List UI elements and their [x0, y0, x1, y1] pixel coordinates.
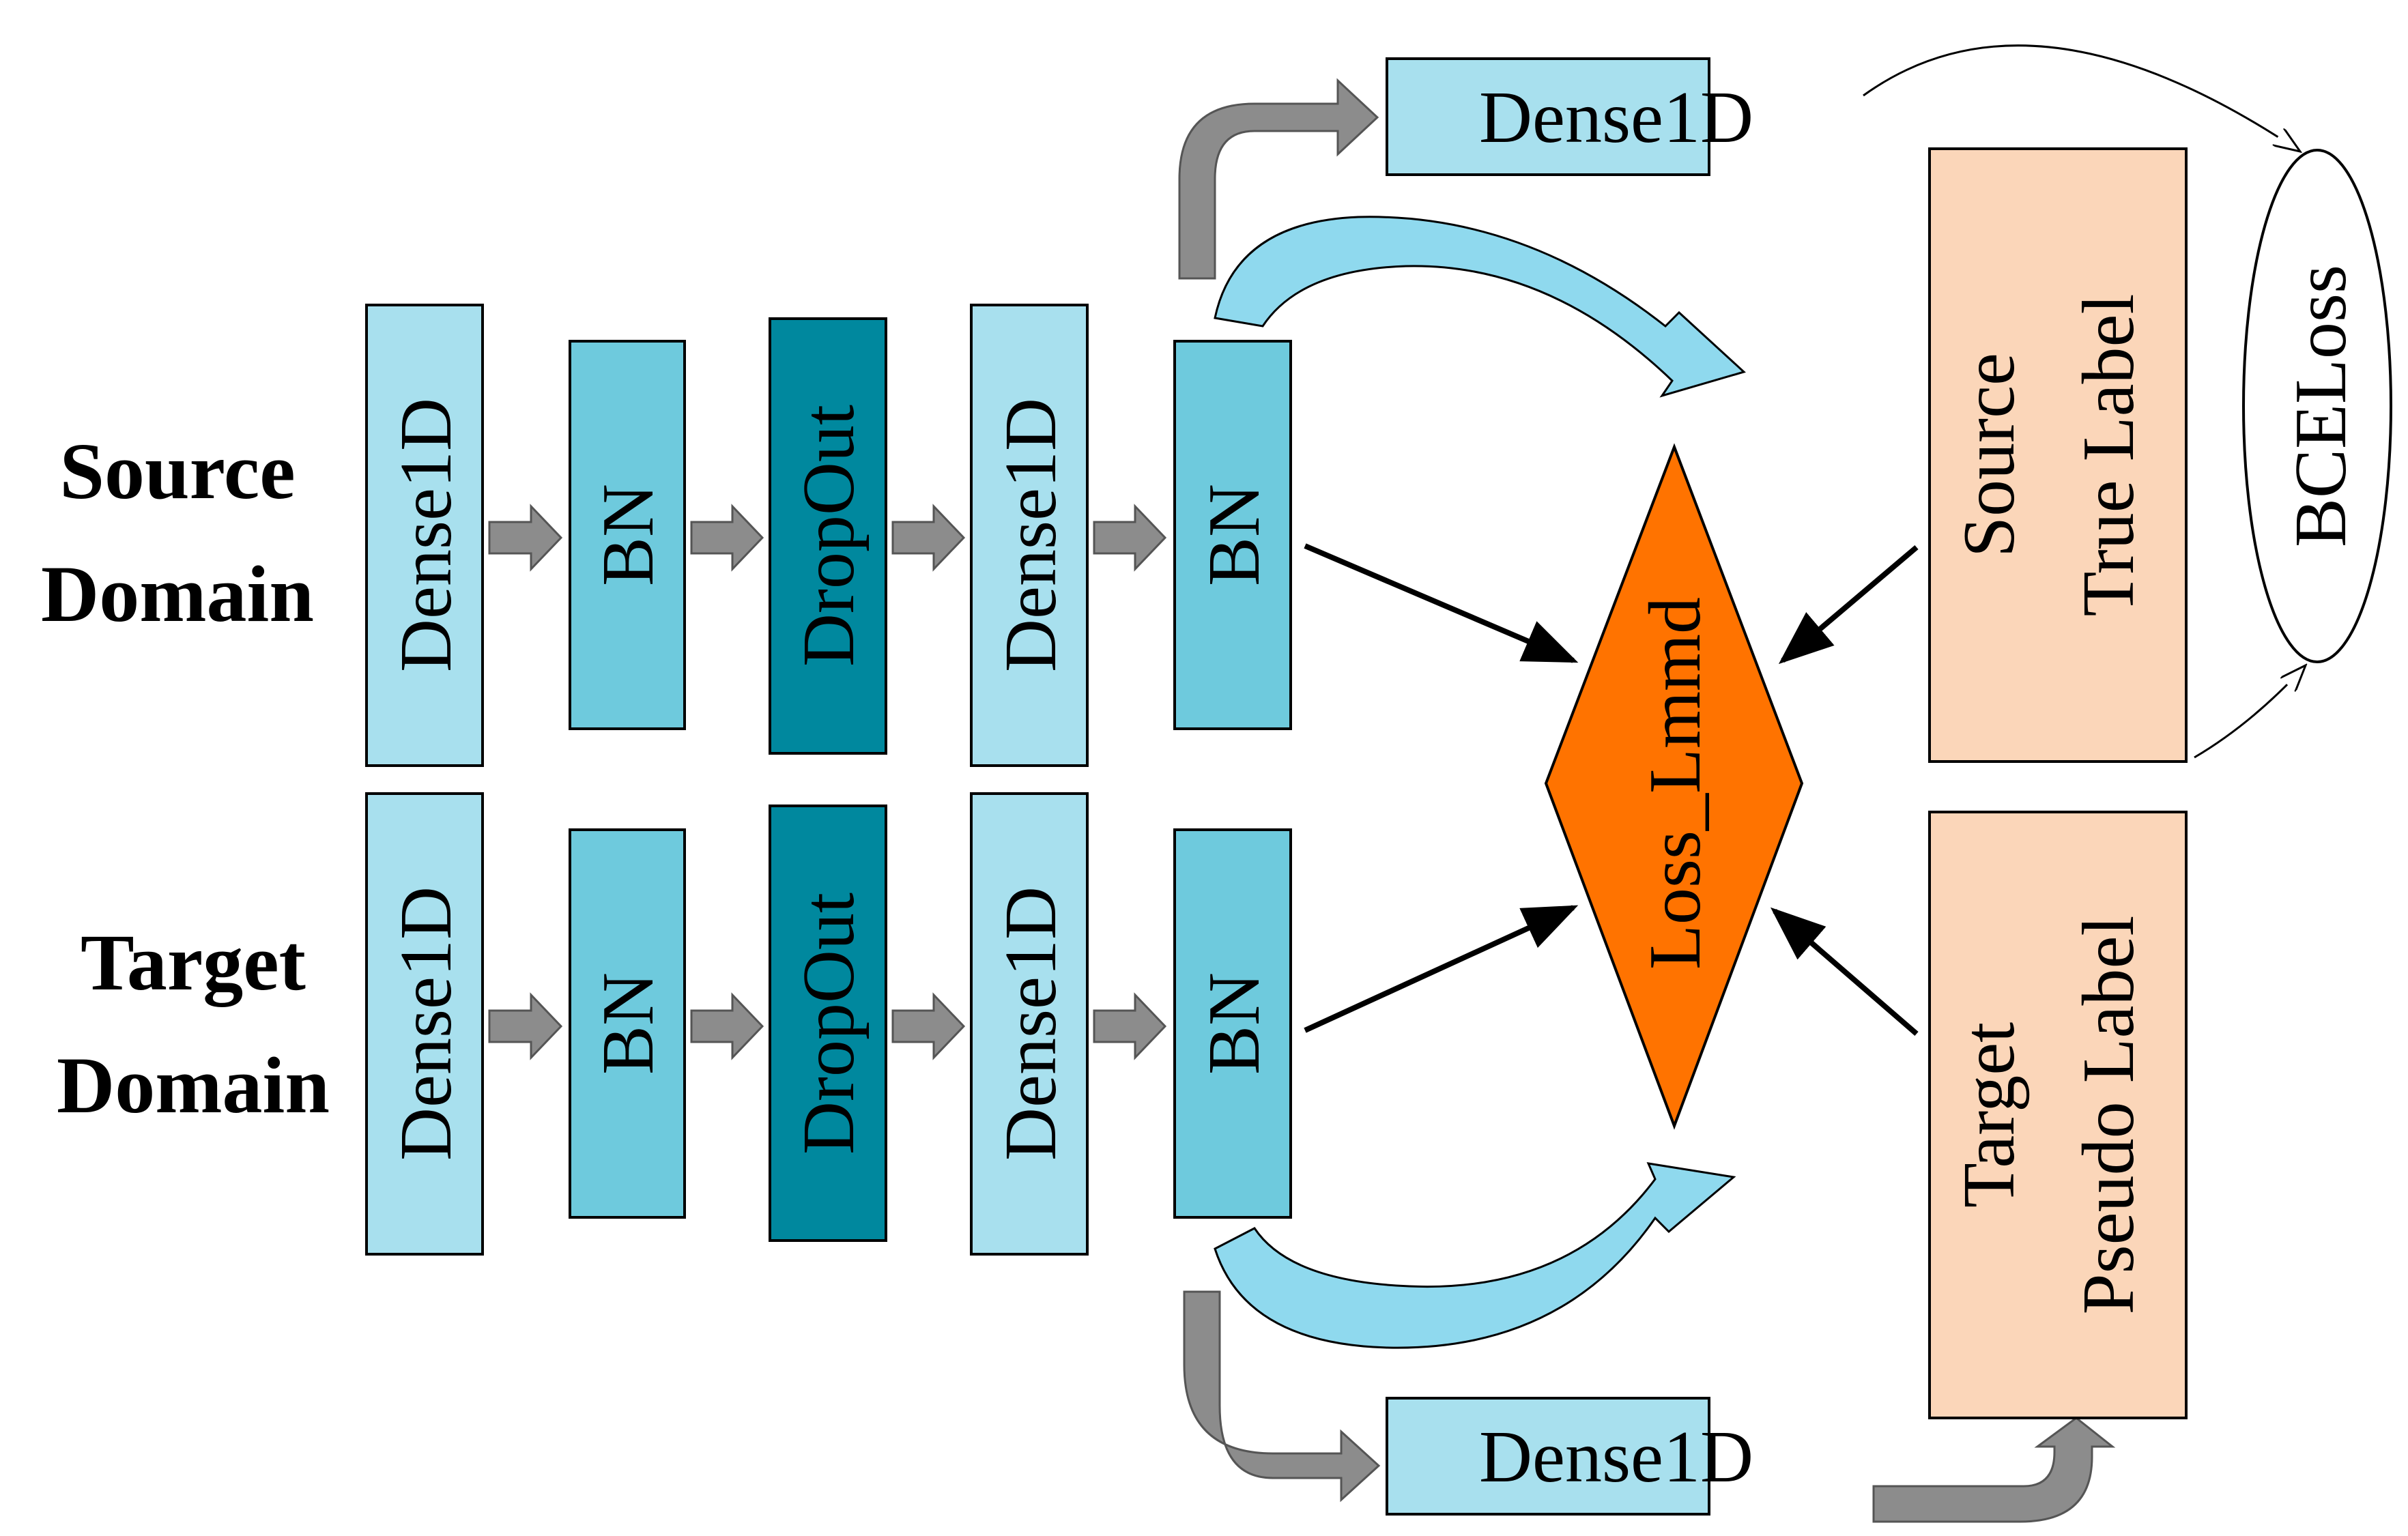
arrow-source-bn-to-loss [1304, 543, 1579, 663]
target-gray-arrow-2 [690, 992, 764, 1060]
source-dense1d-block-1: Dense1D [365, 304, 484, 767]
svg-text:Domain: Domain [57, 1041, 330, 1130]
gray-bent-arrow-pseudo [1872, 1417, 2116, 1523]
source-bn-block-2: BN [1173, 340, 1292, 730]
target-dense1d-block-1: Dense1D [365, 792, 484, 1256]
target-pseudo-label-box: Target Pseudo Label [1928, 811, 2188, 1419]
target-dropout-block: DropOut [769, 805, 887, 1242]
svg-text:Source: Source [59, 426, 295, 516]
svg-text:True Label: True Label [2068, 294, 2149, 617]
svg-text:BN: BN [588, 972, 669, 1075]
svg-text:Dense1D: Dense1D [1479, 77, 1753, 158]
svg-text:Loss_Lmmd: Loss_Lmmd [1635, 597, 1716, 970]
svg-text:Domain: Domain [41, 549, 314, 639]
svg-text:Dense1D: Dense1D [990, 886, 1072, 1161]
source-dense1d-block-2: Dense1D [970, 304, 1089, 767]
svg-text:Dense1D: Dense1D [1479, 1417, 1753, 1498]
thin-arrow-dense-to-bceloss [1863, 44, 2300, 151]
bottom-dense1d-block: Dense1D [1386, 1397, 1753, 1516]
svg-text:BN: BN [1194, 484, 1275, 586]
target-bn-block-2: BN [1173, 828, 1292, 1219]
svg-text:BN: BN [1194, 972, 1275, 1075]
svg-text:DropOut: DropOut [788, 405, 870, 667]
target-domain-label: Target Domain [57, 918, 330, 1130]
gray-bent-arrow-bottom [1183, 1290, 1381, 1503]
svg-text:Target: Target [1949, 1022, 2030, 1208]
svg-text:BN: BN [588, 484, 669, 586]
source-gray-arrow-3 [891, 504, 966, 572]
source-gray-arrow-4 [1093, 504, 1167, 572]
source-gray-arrow-2 [690, 504, 764, 572]
target-dense1d-block-2: Dense1D [970, 792, 1089, 1256]
target-gray-arrow-3 [891, 992, 966, 1060]
svg-text:Source: Source [1949, 353, 2030, 557]
svg-text:Pseudo Label: Pseudo Label [2068, 916, 2149, 1315]
source-dropout-block: DropOut [769, 317, 887, 755]
bceloss-ellipse: BCELoss [2242, 149, 2392, 663]
loss-lmmd-diamond: Loss_Lmmd [1544, 443, 1804, 1130]
gray-bent-arrow-top [1178, 78, 1379, 280]
arrow-true-label-to-loss [1778, 545, 1919, 665]
arrow-target-bn-to-loss [1304, 905, 1579, 1033]
thin-arrow-true-label-to-bceloss [2194, 665, 2306, 759]
arrow-pseudo-label-to-loss [1770, 907, 1919, 1037]
svg-text:DropOut: DropOut [788, 893, 870, 1155]
top-dense1d-block: Dense1D [1386, 57, 1753, 176]
target-bn-block-1: BN [569, 828, 686, 1219]
source-domain-label: Source Domain [41, 426, 314, 639]
target-gray-arrow-4 [1093, 992, 1167, 1060]
blue-curved-arrow-bottom [1214, 1162, 1736, 1349]
svg-text:Dense1D: Dense1D [990, 398, 1072, 672]
blue-curved-arrow-top [1214, 216, 1746, 398]
source-true-label-box: Source True Label [1928, 147, 2188, 763]
source-gray-arrow-1 [488, 504, 563, 572]
svg-text:BCELoss: BCELoss [2280, 265, 2362, 547]
svg-text:Target: Target [81, 918, 306, 1007]
target-gray-arrow-1 [488, 992, 563, 1060]
svg-text:Dense1D: Dense1D [386, 398, 467, 672]
svg-text:Dense1D: Dense1D [386, 886, 467, 1161]
source-bn-block-1: BN [569, 340, 686, 730]
